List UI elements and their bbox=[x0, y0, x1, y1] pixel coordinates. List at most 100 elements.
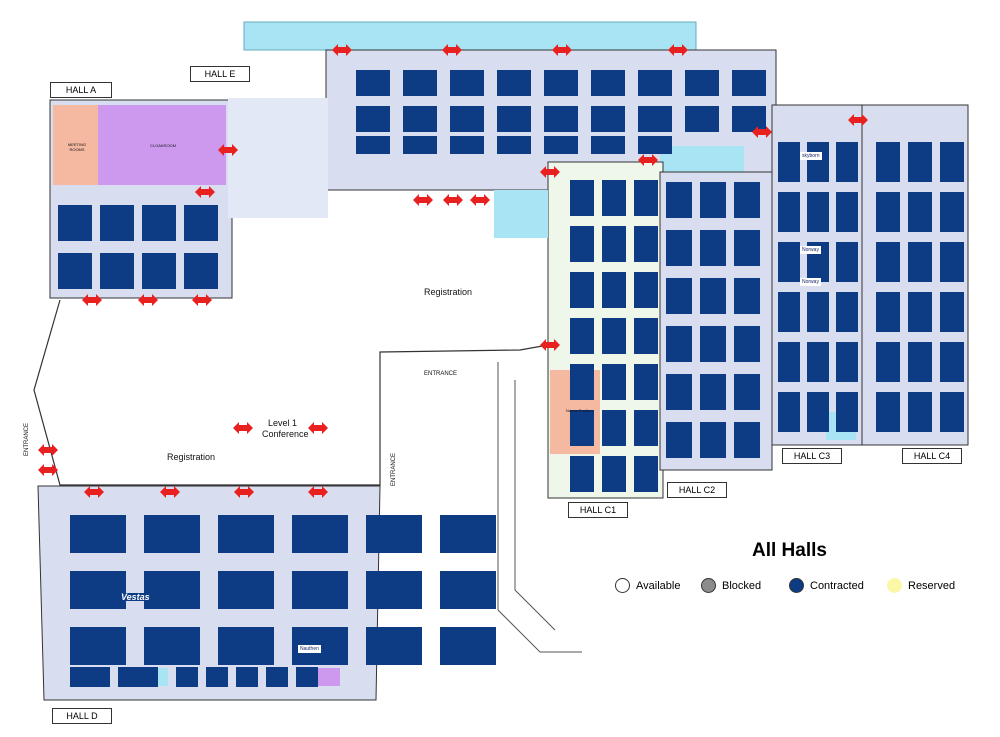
hall-c1-booth[interactable] bbox=[602, 180, 626, 216]
hall-c2-booth[interactable] bbox=[700, 422, 726, 458]
hall-d-booth[interactable] bbox=[218, 571, 274, 609]
hall-e-lower-booth[interactable] bbox=[544, 136, 578, 154]
hall-e-booth[interactable] bbox=[544, 106, 578, 132]
hall-c1-booth[interactable] bbox=[602, 364, 626, 400]
hall-c4-booth[interactable] bbox=[908, 342, 932, 382]
hall-c2-booth[interactable] bbox=[734, 230, 760, 266]
hall-c1-booth[interactable] bbox=[634, 180, 658, 216]
hall-c1-booth[interactable] bbox=[570, 226, 594, 262]
hall-c3-booth[interactable] bbox=[807, 292, 829, 332]
hall-c1-booth[interactable] bbox=[602, 410, 626, 446]
hall-e-lower-booth[interactable] bbox=[591, 136, 625, 154]
hall-d-bottom-booth[interactable] bbox=[70, 667, 110, 687]
hall-c2-booth[interactable] bbox=[666, 374, 692, 410]
hall-c4-booth[interactable] bbox=[940, 142, 964, 182]
hall-c3-booth[interactable] bbox=[836, 142, 858, 182]
hall-e-booth[interactable] bbox=[497, 70, 531, 96]
hall-c1-booth[interactable] bbox=[602, 272, 626, 308]
hall-c1-booth[interactable] bbox=[570, 180, 594, 216]
hall-d-booth[interactable] bbox=[218, 627, 274, 665]
hall-c4-booth[interactable] bbox=[940, 192, 964, 232]
hall-a-booth[interactable] bbox=[142, 205, 176, 241]
hall-c1-booth[interactable] bbox=[634, 226, 658, 262]
hall-d-booth[interactable] bbox=[70, 627, 126, 665]
hall-c2-booth[interactable] bbox=[734, 422, 760, 458]
hall-c4-booth[interactable] bbox=[940, 342, 964, 382]
hall-d-booth[interactable] bbox=[366, 515, 422, 553]
hall-c4-booth[interactable] bbox=[908, 192, 932, 232]
hall-c2-booth[interactable] bbox=[700, 182, 726, 218]
hall-e-booth[interactable] bbox=[638, 70, 672, 96]
hall-c3-booth[interactable] bbox=[778, 242, 800, 282]
hall-c3-booth[interactable] bbox=[778, 342, 800, 382]
hall-a-booth[interactable] bbox=[184, 253, 218, 289]
hall-d-bottom-booth[interactable] bbox=[118, 667, 158, 687]
hall-e-lower-booth[interactable] bbox=[638, 136, 672, 154]
hall-c2-booth[interactable] bbox=[734, 278, 760, 314]
hall-d-booth[interactable] bbox=[144, 515, 200, 553]
hall-c4-booth[interactable] bbox=[940, 392, 964, 432]
hall-c3-booth[interactable] bbox=[836, 342, 858, 382]
hall-c4-booth[interactable] bbox=[908, 142, 932, 182]
hall-d-booth[interactable] bbox=[70, 571, 126, 609]
hall-c2-booth[interactable] bbox=[700, 278, 726, 314]
hall-c3-booth[interactable] bbox=[836, 242, 858, 282]
hall-c4-booth[interactable] bbox=[876, 242, 900, 282]
hall-d-bottom2-booth[interactable] bbox=[266, 667, 288, 687]
hall-c4-booth[interactable] bbox=[876, 342, 900, 382]
hall-e-booth[interactable] bbox=[685, 106, 719, 132]
hall-d-booth[interactable] bbox=[292, 571, 348, 609]
hall-d-booth[interactable] bbox=[292, 515, 348, 553]
hall-a-booth[interactable] bbox=[58, 205, 92, 241]
hall-c1-booth[interactable] bbox=[634, 456, 658, 492]
hall-c1-booth[interactable] bbox=[602, 226, 626, 262]
hall-e-booth[interactable] bbox=[544, 70, 578, 96]
hall-c3-booth[interactable] bbox=[778, 292, 800, 332]
hall-d-bottom2-booth[interactable] bbox=[236, 667, 258, 687]
hall-a-booth[interactable] bbox=[100, 205, 134, 241]
hall-c3-booth[interactable] bbox=[836, 292, 858, 332]
hall-a-booth[interactable] bbox=[58, 253, 92, 289]
hall-e-booth[interactable] bbox=[591, 106, 625, 132]
hall-c1-booth[interactable] bbox=[602, 456, 626, 492]
hall-a-booth[interactable] bbox=[100, 253, 134, 289]
hall-d-booth[interactable] bbox=[366, 627, 422, 665]
hall-e-booth[interactable] bbox=[403, 70, 437, 96]
hall-e-booth[interactable] bbox=[356, 70, 390, 96]
hall-e-lower-booth[interactable] bbox=[356, 136, 390, 154]
hall-c1-booth[interactable] bbox=[634, 364, 658, 400]
hall-c2-booth[interactable] bbox=[734, 374, 760, 410]
hall-c2-booth[interactable] bbox=[666, 278, 692, 314]
hall-c1-booth[interactable] bbox=[570, 272, 594, 308]
hall-c1-booth[interactable] bbox=[602, 318, 626, 354]
hall-c3-booth[interactable] bbox=[778, 392, 800, 432]
hall-c3-booth[interactable] bbox=[836, 392, 858, 432]
hall-e-lower-booth[interactable] bbox=[403, 136, 437, 154]
hall-e-booth[interactable] bbox=[685, 70, 719, 96]
hall-d-bottom2-booth[interactable] bbox=[296, 667, 318, 687]
hall-c3-booth[interactable] bbox=[778, 192, 800, 232]
hall-d-booth[interactable] bbox=[70, 515, 126, 553]
hall-c3-booth[interactable] bbox=[807, 342, 829, 382]
hall-d-booth[interactable] bbox=[440, 627, 496, 665]
hall-c4-booth[interactable] bbox=[908, 242, 932, 282]
hall-a-booth[interactable] bbox=[184, 205, 218, 241]
hall-e-booth[interactable] bbox=[403, 106, 437, 132]
hall-c3-booth[interactable] bbox=[807, 392, 829, 432]
hall-c1-booth[interactable] bbox=[570, 410, 594, 446]
hall-c3-booth[interactable] bbox=[807, 142, 829, 182]
hall-e-booth[interactable] bbox=[638, 106, 672, 132]
hall-c1-booth[interactable] bbox=[634, 272, 658, 308]
hall-c3-booth[interactable] bbox=[778, 142, 800, 182]
hall-c1-booth[interactable] bbox=[570, 456, 594, 492]
hall-d-booth[interactable] bbox=[440, 571, 496, 609]
hall-d-booth[interactable] bbox=[366, 571, 422, 609]
hall-c4-booth[interactable] bbox=[876, 142, 900, 182]
hall-c2-booth[interactable] bbox=[734, 326, 760, 362]
hall-e-booth[interactable] bbox=[450, 70, 484, 96]
hall-d-booth[interactable] bbox=[144, 627, 200, 665]
hall-c2-booth[interactable] bbox=[700, 230, 726, 266]
hall-c2-booth[interactable] bbox=[700, 374, 726, 410]
hall-a-booth[interactable] bbox=[142, 253, 176, 289]
hall-d-bottom2-booth[interactable] bbox=[206, 667, 228, 687]
